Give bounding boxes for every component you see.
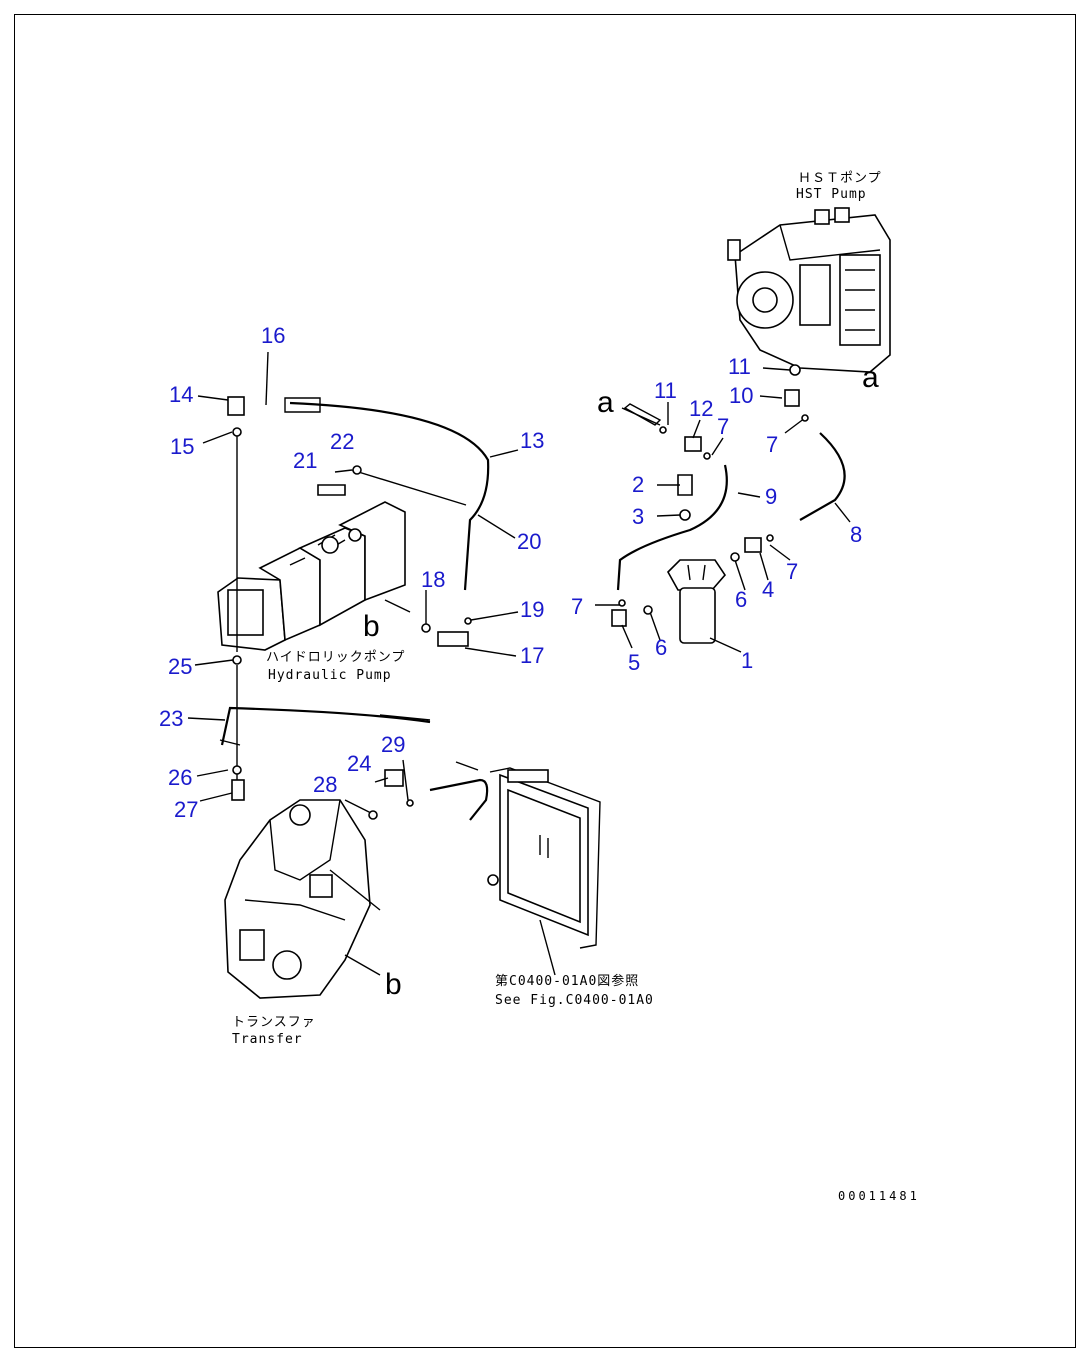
callout-numbers: 1 2 3 4 5 6 6 7 7 7 7 8 9 10 11 11 12 13…	[159, 323, 862, 822]
transfer-label-jp: トランスファ	[232, 1015, 316, 1030]
bolt-21	[317, 484, 346, 496]
callout-6a: 6	[735, 587, 747, 612]
fitting-4	[744, 537, 762, 553]
callout-7d: 7	[571, 594, 583, 619]
hose-8	[799, 432, 846, 521]
connection-letter-b-transfer: b	[385, 968, 402, 1001]
hydraulic-pump-label-en: Hydraulic Pump	[268, 668, 392, 683]
callout-7c: 7	[786, 559, 798, 584]
callout-15: 15	[170, 434, 194, 459]
hose-9	[616, 464, 728, 591]
connection-letter-a-left: a	[597, 386, 614, 419]
connection-letter-a: a	[862, 361, 879, 394]
o-rings	[232, 364, 809, 820]
document-id: 00011481	[838, 1189, 920, 1203]
callout-19: 19	[520, 597, 544, 622]
see-fig-label-en: See Fig.C0400-01A0	[495, 993, 654, 1008]
fitting-17	[437, 631, 469, 647]
hydraulic-pump-label-jp: ハイドロリックポンプ	[266, 650, 405, 665]
callout-7a: 7	[717, 414, 729, 439]
callout-5: 5	[628, 650, 640, 675]
hst-pump-label-jp: ＨＳＴポンプ	[798, 171, 882, 186]
see-fig-label-jp: 第C0400-01A0図参照	[495, 973, 639, 989]
callout-7b: 7	[766, 432, 778, 457]
pin-b	[384, 599, 411, 613]
callout-16: 16	[261, 323, 285, 348]
fitting-24	[384, 769, 404, 787]
hose-13	[289, 401, 490, 591]
callout-13: 13	[520, 428, 544, 453]
hydraulic-pump	[217, 501, 406, 651]
callout-12: 12	[689, 396, 713, 421]
callout-24: 24	[347, 751, 371, 776]
leader-lines	[187, 351, 851, 976]
pin-a	[623, 403, 662, 426]
fitting-27	[231, 779, 245, 801]
callout-22: 22	[330, 429, 354, 454]
fitting-5	[611, 609, 627, 627]
callout-23: 23	[159, 706, 183, 731]
callout-11b: 11	[654, 378, 677, 403]
oil-cooler	[487, 767, 601, 949]
bolt-2	[677, 474, 693, 496]
callout-21: 21	[293, 448, 317, 473]
callout-28: 28	[313, 772, 337, 797]
connection-letter-b: b	[363, 610, 380, 643]
callout-8: 8	[850, 522, 862, 547]
callout-3: 3	[632, 504, 644, 529]
diagram-frame	[14, 14, 1076, 1348]
callout-26: 26	[168, 765, 192, 790]
oil-filter	[667, 559, 727, 644]
transfer-label-en: Transfer	[232, 1032, 303, 1047]
callout-17: 17	[520, 643, 544, 668]
hose-23	[220, 706, 431, 746]
hst-pump-label-en: HST Pump	[796, 187, 867, 202]
callout-9: 9	[765, 484, 777, 509]
callout-27: 27	[174, 797, 198, 822]
callout-18: 18	[421, 567, 445, 592]
callout-2: 2	[632, 472, 644, 497]
callout-11a: 11	[728, 354, 751, 379]
callout-4: 4	[762, 577, 774, 602]
hst-pump	[727, 207, 891, 373]
callout-1: 1	[741, 648, 753, 673]
callout-14: 14	[169, 382, 193, 407]
fitting-10	[784, 389, 800, 407]
fitting-14	[227, 396, 245, 416]
fitting-12	[684, 436, 702, 452]
callout-29: 29	[381, 732, 405, 757]
callout-25: 25	[168, 654, 192, 679]
callout-20: 20	[517, 529, 541, 554]
pipe-cooler	[429, 778, 489, 821]
callout-10: 10	[729, 383, 753, 408]
callout-6b: 6	[655, 635, 667, 660]
transfer	[224, 799, 381, 999]
